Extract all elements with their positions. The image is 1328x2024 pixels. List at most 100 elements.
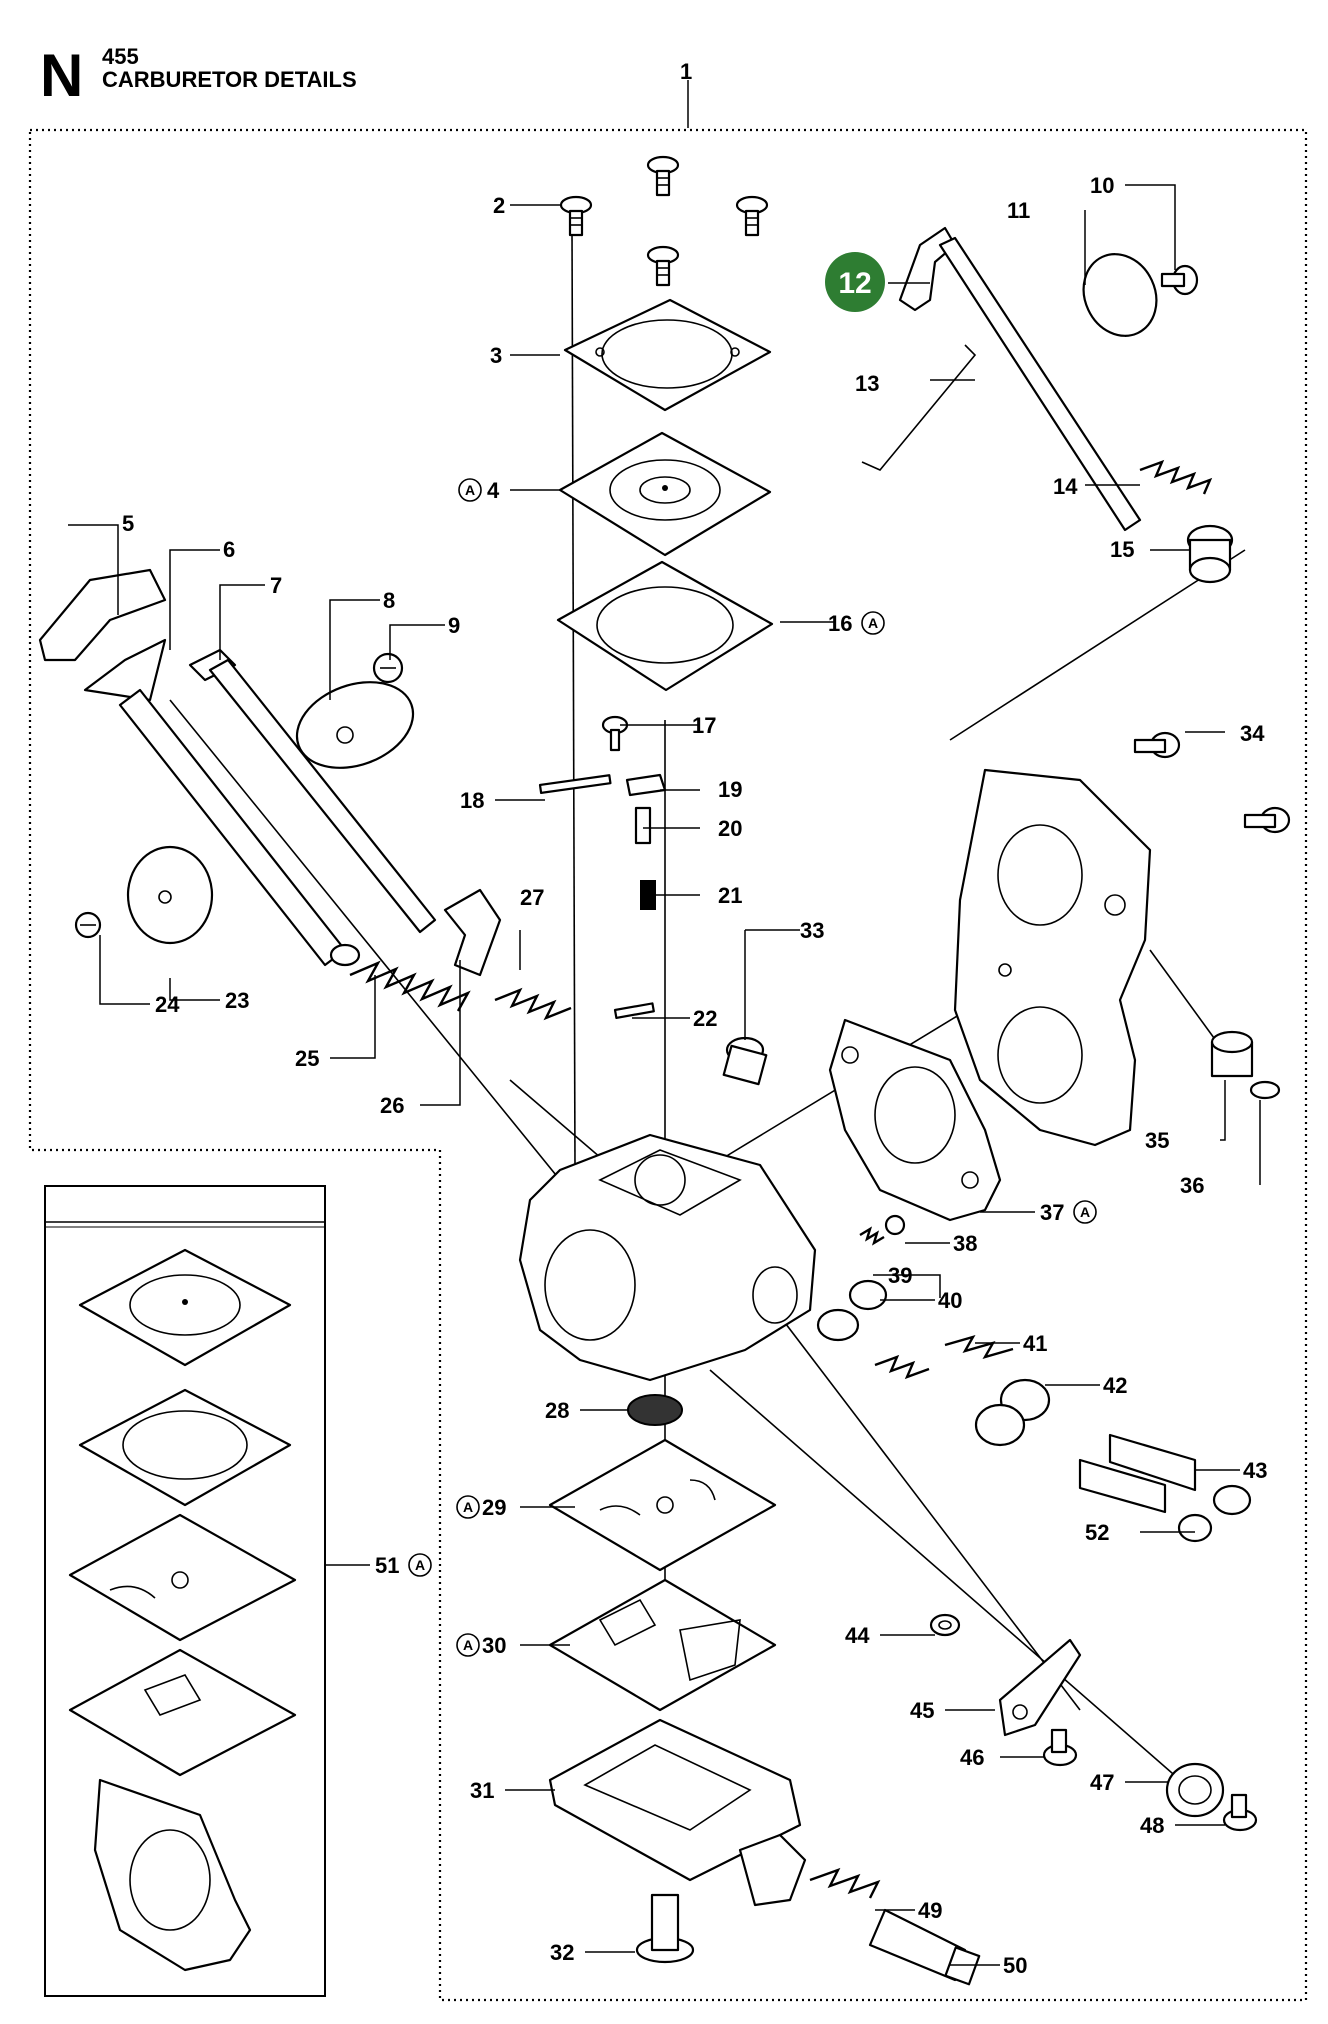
label-17: 17 <box>692 713 716 738</box>
label-13: 13 <box>855 371 879 396</box>
diagram-title: CARBURETOR DETAILS <box>102 67 357 92</box>
label-25: 25 <box>295 1046 319 1071</box>
idle-ball-spring <box>859 1214 906 1246</box>
intake-gasket <box>828 1018 1002 1222</box>
throttle-shaft <box>83 638 361 967</box>
throttle-spring <box>349 960 471 1012</box>
svg-text:A: A <box>463 1499 473 1515</box>
label-40: 40 <box>938 1288 962 1313</box>
label-46: 46 <box>960 1745 984 1770</box>
throttle-lever-assembly <box>861 226 1158 532</box>
label-36: 36 <box>1180 1173 1204 1198</box>
stop-ring-screw <box>1222 1793 1258 1832</box>
label-11: 11 <box>1007 198 1030 223</box>
highlight-badge[interactable]: 12 <box>825 252 885 312</box>
label-31: 31 <box>470 1778 494 1803</box>
label-50: 50 <box>1003 1953 1027 1978</box>
pump-gasket <box>548 1578 777 1712</box>
kit-box <box>44 1185 326 1997</box>
svg-text:A: A <box>465 482 475 498</box>
label-30: 30 <box>482 1633 506 1658</box>
label-3: 3 <box>490 343 502 368</box>
lever-bushing <box>1186 524 1234 584</box>
kit-marker-51: A <box>408 1553 432 1577</box>
lever-spring <box>1139 459 1213 495</box>
throttle-valve <box>295 681 415 769</box>
lever-arm <box>998 1638 1082 1737</box>
label-32: 32 <box>550 1940 574 1965</box>
label-14: 14 <box>1053 474 1078 499</box>
label-41: 41 <box>1023 1331 1047 1356</box>
label-6: 6 <box>223 537 235 562</box>
kit-marker-4: A <box>458 478 482 502</box>
cover-screws <box>559 155 769 287</box>
label-27: 27 <box>520 885 544 910</box>
choke-valve <box>126 845 214 945</box>
label-23: 23 <box>225 988 249 1013</box>
label-15: 15 <box>1110 537 1134 562</box>
highlight-badge-circle <box>825 252 885 312</box>
carburetor-body <box>518 1133 817 1382</box>
label-2: 2 <box>493 193 505 218</box>
kit-contents <box>68 1248 297 1972</box>
label-16: 16 <box>828 611 852 636</box>
pump-cover <box>548 1718 807 1907</box>
label-34: 34 <box>1240 721 1265 746</box>
kit-marker-37: A <box>1073 1200 1097 1224</box>
limiter-caps <box>816 1279 1051 1447</box>
label-38: 38 <box>953 1231 977 1256</box>
lever-screw <box>1160 264 1199 296</box>
label-29: 29 <box>482 1495 506 1520</box>
label-10: 10 <box>1090 173 1114 198</box>
svg-text:A: A <box>415 1557 425 1573</box>
label-28: 28 <box>545 1398 569 1423</box>
label-51: 51 <box>375 1553 399 1578</box>
label-39: 39 <box>888 1263 912 1288</box>
inlet-fitting <box>809 1867 981 1986</box>
pump-diaphragm <box>548 1438 777 1572</box>
label-43: 43 <box>1243 1458 1267 1483</box>
kit-marker-16: A <box>861 611 885 635</box>
metering-diaphragm <box>558 431 772 557</box>
label-33: 33 <box>800 918 824 943</box>
label-5: 5 <box>122 511 134 536</box>
label-22: 22 <box>693 1006 717 1031</box>
cover-plate <box>563 298 772 412</box>
throttle-lever <box>443 888 502 977</box>
label-1: 1 <box>680 59 692 84</box>
choke-spring <box>494 987 572 1021</box>
label-leader-lines <box>68 80 1261 1966</box>
label-44: 44 <box>845 1623 870 1648</box>
adapter-screws <box>1133 731 1291 834</box>
label-26: 26 <box>380 1093 404 1118</box>
kit-marker-29: A <box>456 1495 480 1519</box>
choke-lever <box>38 568 167 662</box>
label-4: 4 <box>487 478 500 503</box>
adjustment-needles <box>1078 1433 1252 1543</box>
label-20: 20 <box>718 816 742 841</box>
label-49: 49 <box>918 1898 942 1923</box>
highlight-badge-label: 12 <box>838 267 871 300</box>
fuel-screen <box>627 1394 683 1426</box>
choke-shaft <box>188 648 437 934</box>
stop-ring <box>1165 1762 1225 1818</box>
kit-markers: A A A A A A <box>408 478 1097 1657</box>
valve-screws <box>74 652 404 939</box>
label-47: 47 <box>1090 1770 1114 1795</box>
label-42: 42 <box>1103 1373 1127 1398</box>
label-8: 8 <box>383 588 395 613</box>
model-number: 455 <box>102 44 139 69</box>
needle-springs <box>874 1335 1014 1380</box>
filter-plug <box>722 1036 768 1086</box>
label-21: 21 <box>718 883 742 908</box>
label-24: 24 <box>155 992 180 1017</box>
label-35: 35 <box>1145 1128 1169 1153</box>
circlip <box>929 1613 961 1637</box>
intake-adapter <box>953 768 1152 1147</box>
kit-marker-30: A <box>456 1633 480 1657</box>
svg-text:A: A <box>463 1637 473 1653</box>
label-37: 37 <box>1040 1200 1064 1225</box>
label-48: 48 <box>1140 1813 1164 1838</box>
label-9: 9 <box>448 613 460 638</box>
label-19: 19 <box>718 777 742 802</box>
